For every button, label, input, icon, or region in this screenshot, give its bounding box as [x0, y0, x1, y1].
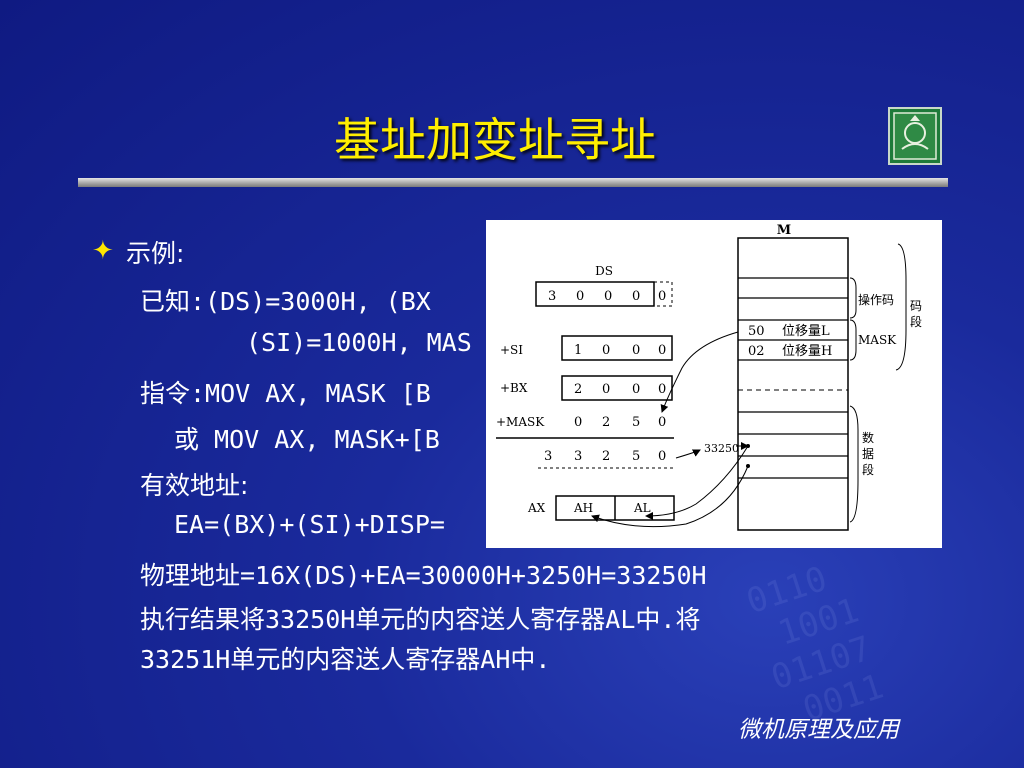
sum-digit-3: 2 — [602, 449, 610, 464]
data-seg-char-3: 段 — [862, 462, 874, 477]
ds-label: DS — [595, 264, 613, 278]
sum-digit-2: 3 — [574, 449, 582, 464]
ah-label: AH — [573, 501, 593, 515]
data-seg-char-1: 数 — [862, 430, 874, 445]
instruction-line-2: 或 MOV AX, MASK+[B — [174, 425, 440, 454]
mask-label: +MASK — [496, 415, 545, 429]
physical-address-line: 物理地址=16X(DS)+EA=30000H+3250H=33250H — [140, 561, 707, 590]
disp-high-label: 位移量H — [782, 344, 832, 359]
memory-column — [737, 237, 849, 531]
si-digit-4: 0 — [658, 343, 666, 358]
code-seg-char-1: 码 — [910, 299, 922, 313]
ds-digit-5: 0 — [658, 289, 666, 304]
mem-to-al-arrow — [645, 445, 749, 520]
opcode-label: 操作码 — [858, 292, 894, 307]
effective-address-formula: EA=(BX)+(SI)+DISP= — [174, 510, 445, 539]
disp-high-value: 02 — [748, 344, 765, 359]
si-label: +SI — [500, 343, 523, 357]
result-line-2: 33251H单元的内容送人寄存器AH中. — [140, 645, 551, 674]
memory-address-label: 33250 — [704, 442, 739, 455]
ds-digit-3: 0 — [604, 289, 612, 304]
mask-digit-3: 5 — [632, 415, 640, 430]
mem-to-ah-arrow — [591, 465, 749, 528]
bx-digit-2: 0 — [602, 382, 610, 397]
addressing-diagram: M 50 位移量L 02 位移量H 操作码 MASK 码 段 数 据 段 DS … — [486, 220, 942, 548]
title-divider — [78, 178, 948, 187]
result-line-1: 执行结果将33250H单元的内容送人寄存器AL中.将 — [140, 605, 701, 634]
effective-address-heading: 有效地址: — [140, 471, 249, 500]
data-seg-char-2: 据 — [862, 447, 874, 461]
university-logo — [888, 107, 942, 165]
mask-digit-4: 0 — [658, 415, 666, 430]
ds-digit-1: 3 — [548, 289, 556, 304]
sum-digit-5: 0 — [658, 449, 666, 464]
instruction-line-1: 指令:MOV AX, MASK [B — [140, 379, 431, 408]
ax-label: AX — [527, 501, 546, 515]
code-seg-char-2: 段 — [910, 314, 922, 329]
given-line-1: 已知:(DS)=3000H, (BX — [140, 287, 431, 316]
sum-to-address-arrow — [675, 449, 701, 459]
mask-name-label: MASK — [858, 333, 897, 347]
memory-label: M — [777, 223, 791, 238]
course-footer: 微机原理及应用 — [738, 717, 899, 743]
bx-digit-3: 0 — [632, 382, 640, 397]
ds-digit-4: 0 — [632, 289, 640, 304]
given-line-2: (SI)=1000H, MAS — [246, 328, 472, 357]
sum-digit-4: 5 — [632, 449, 640, 464]
bx-digit-4: 0 — [658, 382, 666, 397]
si-digit-1: 1 — [574, 343, 582, 358]
ds-digit-2: 0 — [576, 289, 584, 304]
sum-digit-1: 3 — [544, 449, 552, 464]
bx-label: +BX — [500, 381, 528, 395]
si-digit-3: 0 — [632, 343, 640, 358]
si-digit-2: 0 — [602, 343, 610, 358]
mask-digit-1: 0 — [574, 415, 582, 430]
slide-title: 基址加变址寻址 — [334, 113, 656, 167]
al-label: AL — [633, 501, 651, 515]
bullet-star-icon: ✦ — [92, 236, 114, 266]
mask-to-disp-arrow — [660, 331, 739, 413]
si-register — [561, 335, 673, 361]
bx-digit-1: 2 — [574, 382, 582, 397]
disp-low-label: 位移量L — [782, 324, 830, 339]
disp-low-value: 50 — [748, 324, 765, 339]
mask-digit-2: 2 — [602, 415, 610, 430]
example-heading: 示例: — [126, 239, 185, 268]
